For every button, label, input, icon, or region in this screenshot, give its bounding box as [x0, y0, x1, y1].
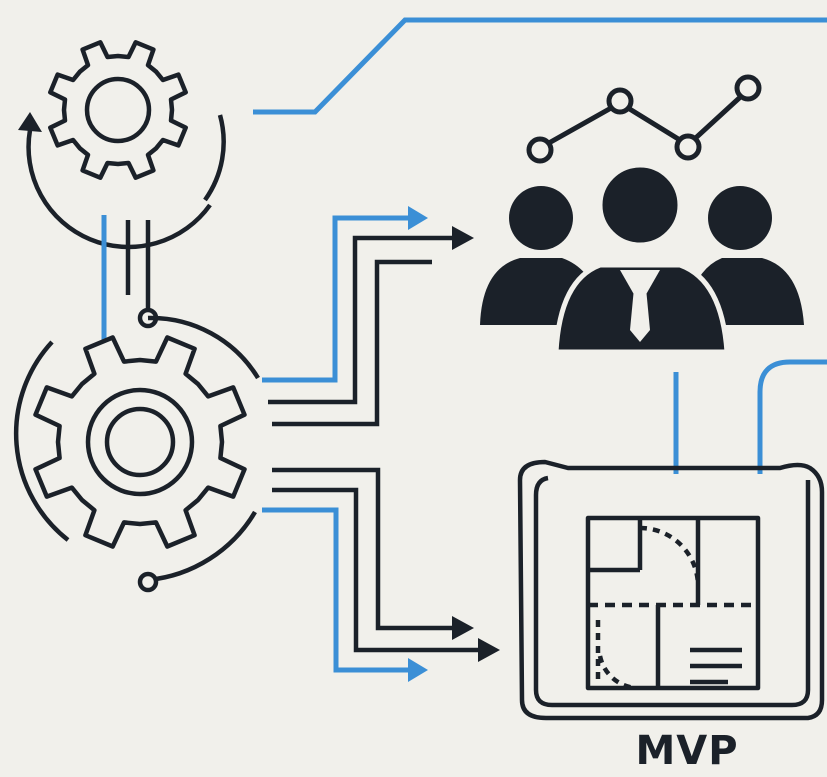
top-connector-line — [253, 17, 827, 115]
mvp-arrow-1 — [272, 467, 452, 631]
team-arrow-2 — [272, 259, 432, 427]
team-arrow-blue — [262, 215, 408, 383]
mvp-arrow-2 — [272, 487, 480, 653]
small-gear-arc — [203, 114, 226, 202]
team-icon — [480, 162, 804, 355]
blueprint-icon — [517, 459, 825, 721]
mvp-arrow-blue — [262, 507, 408, 673]
team-arrow-blue-head — [408, 206, 428, 230]
main-gear-icon — [33, 335, 247, 549]
team-arrow-1-head — [452, 226, 474, 250]
line-chart-icon — [526, 74, 762, 164]
mvp-arrow-blue-head — [408, 658, 428, 682]
rotate-arrow-icon — [18, 112, 212, 250]
mvp-arrow-2-head — [478, 638, 500, 662]
small-gear-icon — [48, 40, 188, 180]
main-gear-arc-bottom — [147, 510, 257, 583]
mvp-arrow-1-head — [452, 616, 474, 640]
team-arrow-1 — [268, 235, 455, 405]
main-gear-arc-top — [147, 315, 260, 380]
main-gear-arc-left — [13, 340, 70, 542]
right-connector-line — [757, 359, 827, 474]
main-gear-node — [137, 571, 159, 593]
mvp-label: MVP — [635, 728, 739, 774]
